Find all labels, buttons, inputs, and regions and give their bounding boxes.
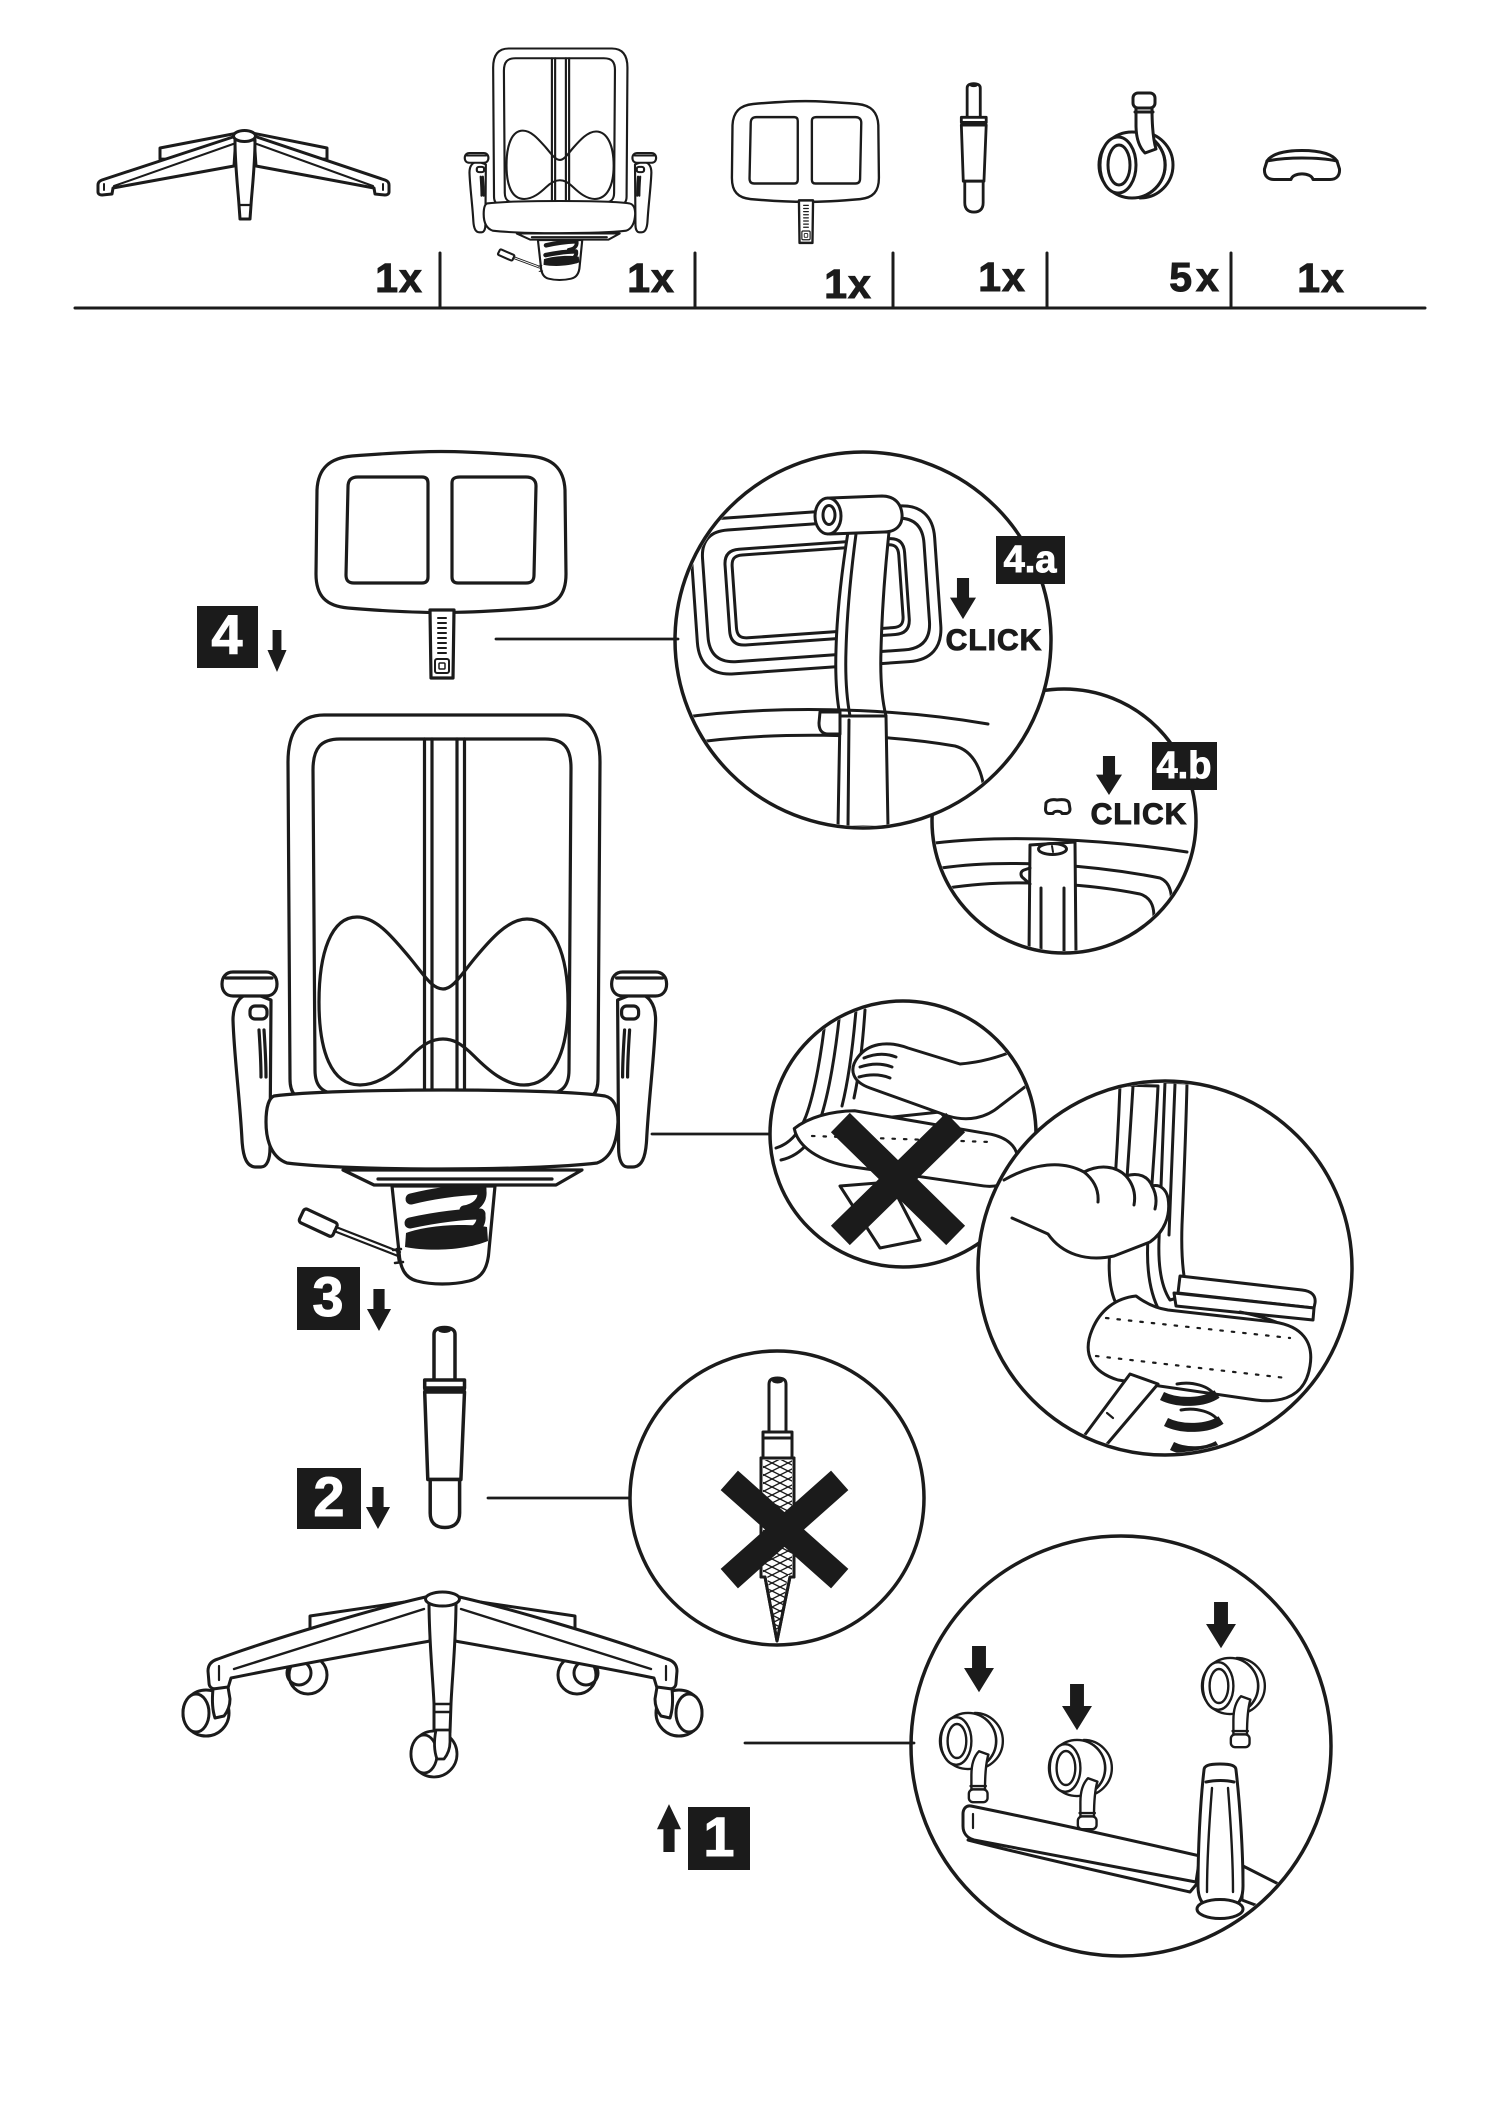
svg-text:1x: 1x [375,255,423,301]
svg-text:1x: 1x [978,254,1026,300]
svg-text:CLICK: CLICK [1091,798,1188,831]
svg-text:1x: 1x [627,255,675,301]
svg-text:5x: 5x [1169,254,1223,300]
svg-text:4: 4 [211,603,242,666]
svg-text:1: 1 [703,1805,734,1868]
svg-text:4.a: 4.a [1004,539,1058,581]
svg-text:1x: 1x [1297,255,1345,301]
svg-text:1x: 1x [824,261,872,307]
svg-text:2: 2 [313,1465,344,1528]
svg-text:CLICK: CLICK [946,624,1043,657]
svg-text:3: 3 [312,1265,343,1328]
svg-text:4.b: 4.b [1157,745,1212,787]
